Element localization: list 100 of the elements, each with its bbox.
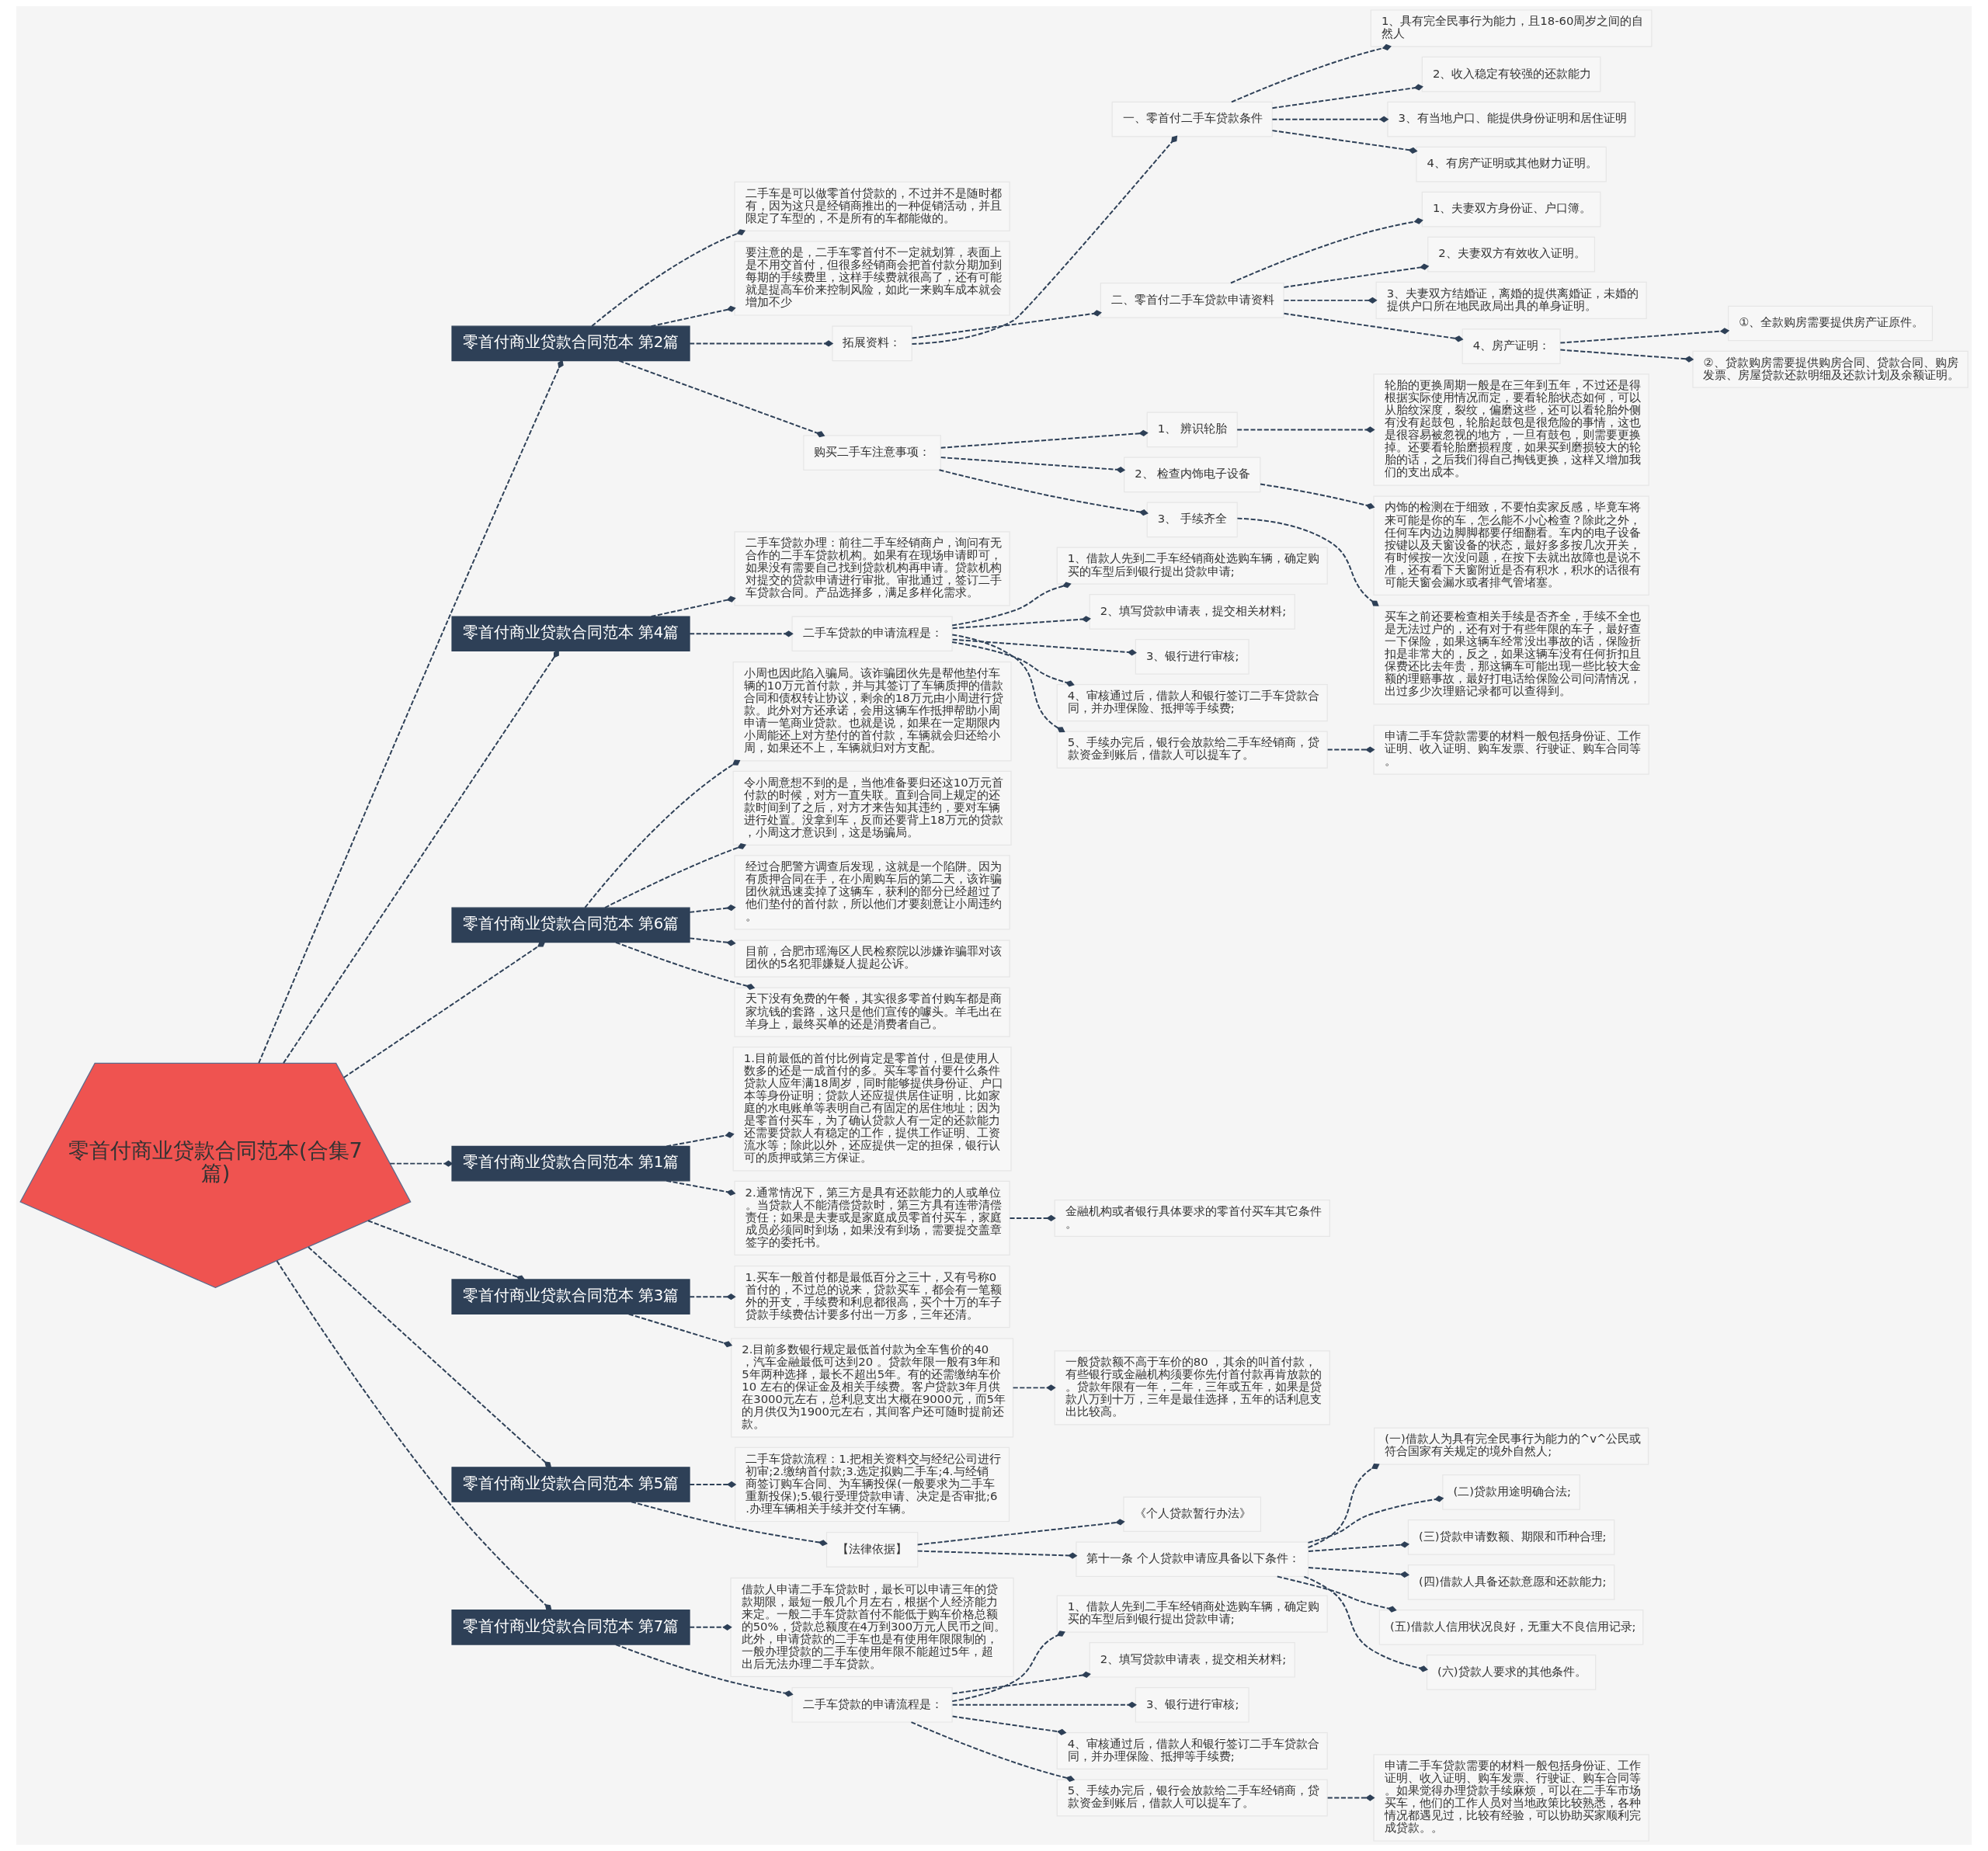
node-box: 零首付商业贷款合同范本 第2篇 [451, 325, 690, 362]
node-box: 一般贷款额不高于车价的80 ，其余的叫首付款，有些银行或金融机构须要你先付首付款再肯放款的。贷款年限有一年，二年，三年或五年，如果是贷款八万到十万，三年是最佳选择，五年的话利息支出比较高。 [1054, 1350, 1330, 1426]
node-box: 1、具有完全民事行为能力，且18-60周岁之间的自然人 [1370, 9, 1653, 47]
node-box: 借款人申请二手车贷款时，最长可以申请三年的贷款期限，最短一般几个月左右，根据个人经济能力来定。一般二手车贷款首付不能低于购车价格总额的50%，贷款总额度在4万到300万元人民币之间。此外，申请贷款的二手车也是有使用年限限制的，一般办理贷款的二手车使用年限不能超过5年，超出后无法办理二手车贷款。 [730, 1577, 1014, 1677]
node-box: 令小周意想不到的是，当他准备要归还这10万元首付款的时候，对方一直失联。直到合同上规定的还款时间到了之后，对方才来告知其违约，要对车辆进行处置。没拿到车，反而还要背上18万元的贷款，小周这才意识到，这是场骗局。 [732, 770, 1012, 846]
connector [615, 941, 756, 990]
connector [631, 1501, 828, 1547]
connector [689, 937, 736, 946]
node-box: 小周也因此陷入骗局。该诈骗团伙先是帮他垫付车辆的10万元首付款，并与其签订了车辆质押的借款合同和债权转让协议，剩余的18万元由小周进行贷款。此外对方还承诺，会用这辆车作抵押帮助小周申请一笔商业贷款。也就是说，如果在一定期限内小周能还上对方垫付的首付款，车辆就会归还给小周，如果还不上，车辆就归对方支配。 [732, 662, 1012, 762]
connector [666, 1131, 735, 1148]
connector [1308, 1567, 1410, 1578]
connector [910, 1721, 1076, 1782]
node-box: 二手车贷款的申请流程是： [791, 1686, 953, 1723]
node-box: 1.目前最低的首付比例肯定是零首付，但是使用人数多的还是一成首付的多。买车零首付要什么条件贷款人应年满18周岁，同时能够提供身份证、户口本等身份证明；贷款人还应提供居住证明，比如家庭的水电账单等表明自己有固定的居住地址；因为是零首付买车，为了确认贷款人有一定的还款能力还需要贷款人有稳定的工作，提供工作证明、工资流水等；除此以外，还应提供一定的担保，银行认可的质押或第三方保证。 [732, 1047, 1012, 1172]
node-box: 5、手续办完后，银行会放款给二手车经销商，贷款资金到账后，借款人可以提车了。 [1056, 1779, 1328, 1817]
node-box: 二手车贷款办理：前往二手车经销商户，询问有无合作的二手车贷款机构。如果有在现场申请即可，如果没有需要自己找到贷款机构再申请。贷款机构对提交的贷款申请进行审批。审批通过，签订二手车贷款合同。产品选择多，满足多样化需求。 [734, 531, 1010, 606]
connector [911, 310, 1102, 339]
node-box: 2、收入稳定有较强的还款能力 [1421, 56, 1601, 92]
connector [951, 634, 1065, 733]
connector [1271, 130, 1418, 154]
connector [367, 1220, 526, 1282]
connector [940, 457, 1126, 474]
connector [591, 229, 746, 327]
node-box: 1.买车一般首付都是最低百分之三十，又有号称0首付的，不过总的说来，贷款买车，都会有一笔额外的开支，手续费和利息都很高，买个十万的车子贷款手续费估计要多付出一万多，三年还清。 [734, 1266, 1010, 1328]
connector [951, 641, 1075, 687]
node-box: 2、填写贷款申请表，提交相关材料; [1089, 1641, 1295, 1678]
connector [1260, 483, 1375, 509]
node-box: 零首付商业贷款合同范本 第1篇 [451, 1145, 690, 1182]
connector [951, 1630, 1065, 1703]
node-box: ②、贷款购房需要提供购房合同、贷款合同、购房发票、房屋贷款还款明细及还款计划及余额证明。 [1692, 350, 1969, 388]
node-box: 第十一条 个人贷款申请应具备以下条件： [1076, 1541, 1309, 1578]
connector [689, 1624, 732, 1630]
connector [1559, 328, 1730, 344]
connector [916, 1550, 1078, 1559]
connector [1307, 1464, 1380, 1549]
connector [951, 1671, 1091, 1695]
connector [916, 1519, 1125, 1546]
connector [283, 650, 559, 1064]
node-box: 二手车贷款流程：1.把相关资料交与经纪公司进行初审;2.缴纳首付款;3.选定拟购二手车;4.与经销商签订购车合同、为车辆投保(一般要求为二手车重新投保);5.银行受理贷款申请、决定是否审批;6.办理车辆相关手续并交付车辆。 [735, 1446, 1010, 1523]
node-box: ①、全款购房需要提供房产证原件。 [1727, 305, 1934, 342]
node-box: 一、零首付二手车贷款条件 [1111, 101, 1273, 137]
node-box: 1、借款人先到二手车经销商处选购车辆，确定购买的车型后到银行提出贷款申请; [1056, 547, 1328, 585]
connector [1230, 43, 1392, 103]
node-box: 4、审核通过后，借款人和银行签订二手车贷款合同，并办理保险、抵押等手续费; [1056, 1731, 1328, 1770]
connector [666, 1179, 736, 1196]
node-box: 3、银行进行审核; [1135, 1686, 1249, 1723]
connector [276, 1260, 552, 1611]
connector [389, 1160, 454, 1167]
connector [1326, 746, 1375, 753]
node-box: 申请二手车贷款需要的材料一般包括身份证、工作证明、收入证明、购车发票、行驶证、购车合同等。 [1373, 724, 1649, 775]
connector [1012, 1384, 1056, 1391]
node-box: 零首付商业贷款合同范本 第7篇 [451, 1610, 690, 1645]
connector [614, 1644, 794, 1697]
connector [1308, 1541, 1410, 1552]
node-box: 《个人贷款暂行办法》 [1123, 1496, 1262, 1533]
node-box: 要注意的是，二手车零首付不一定就划算，表面上是不用交首付，但很多经销商会把首付款分期加到每期的手续费里，这样手续费就很高了，还有可能就是提高车价来控制风险，如此一来购车成本就会增加不少 [734, 241, 1010, 316]
node-box: 二手车贷款的申请流程是： [791, 616, 953, 652]
node-box: 经过合肥警方调查后发现，这就是一个陷阱。因为有质押合同在手，在小周购车后的第二天，该诈骗团伙就迅速卖掉了这辆车，获利的部分已经超过了他们垫付的首付款，所以他们才要刻意让小周违约。 [734, 855, 1010, 930]
node-box: 2.目前多数银行规定最低首付款为全车售价的40 ，汽车金融最低可达到20 。贷款年限一般有3年和5年两种选择，最长不超出5年。有的还需缴纳车价10 左右的保证金及相关手续费。客户贷款3年月供在3000元左右，总利息支出大概在9000元，而5年的月供仅为1900元左右，其间客户还可随时提前还款。 [731, 1338, 1014, 1438]
node-box: 1、夫妻双方身份证、户口簿。 [1421, 191, 1601, 227]
connector [951, 616, 1091, 630]
connector [689, 904, 736, 913]
node-box: 2、填写贷款申请表，提交相关材料; [1089, 594, 1295, 630]
connector [1230, 217, 1423, 284]
node-box: 天下没有免费的午餐，其实很多零首付购车都是商家坑钱的套路，这只是他们宣传的噱头。羊毛出在羊身上，最终买单的还是消费者自己。 [734, 987, 1010, 1037]
node-box: 5、手续办完后，银行会放款给二手车经销商，贷款资金到账后，借款人可以提车了。 [1056, 731, 1328, 769]
connector [938, 469, 1149, 516]
connector [689, 1481, 737, 1488]
connector [650, 305, 736, 328]
node-box: 2、 检查内饰电子设备 [1124, 457, 1261, 493]
node-box: 零首付商业贷款合同范本 第6篇 [451, 907, 690, 943]
node-box: 3、夫妻双方结婚证，离婚的提供离婚证，未婚的提供户口所在地民政局出具的单身证明。 [1375, 281, 1647, 319]
node-box: 3、 手续齐全 [1146, 502, 1238, 538]
connector [689, 340, 834, 347]
connector [1326, 1794, 1375, 1801]
node-box: 二、零首付二手车贷款申请资料 [1100, 283, 1284, 318]
node-box: (一)借款人为具有完全民事行为能力的^v^公民或符合国家有关规定的境外自然人; [1374, 1427, 1649, 1465]
connector [1283, 263, 1430, 288]
connector [604, 843, 746, 908]
connector [1303, 1575, 1428, 1672]
connector [1009, 1214, 1056, 1222]
node-box: 轮胎的更换周期一般是在三年到五年，不过还是得根据实际使用情况而定，要看轮胎状态如何，可以从胎纹深度，裂纹，偏磨这些，还可以看轮胎外侧有没有起鼓包，轮胎起鼓包是很危险的事情，这也是很容易被忽视的地方，一旦有鼓包，则需要更换掉。还要看轮胎磨损程度，如果买到磨损较大的轮胎的话，之后我们得自己掏钱更换，这样又增加我们的支出成本。 [1373, 373, 1649, 486]
connector [951, 638, 1137, 656]
node-box: 4、房产证明： [1461, 328, 1561, 364]
connector [258, 359, 564, 1064]
connector [689, 630, 794, 637]
connector [627, 1313, 733, 1348]
node-box: 2.通常情况下，第三方是具有还款能力的人或单位。当贷款人不能清偿贷款时，第三方具有连带清偿责任；如果是夫妻或是家庭成员零首付买车，家庭成员必须同时到场，如果没有到场，需要提交盖章签字的委托书。 [734, 1180, 1010, 1256]
node-box: 4、有房产证明或其他财力证明。 [1416, 146, 1607, 182]
node-box: (二)贷款用途明确合法; [1442, 1474, 1580, 1510]
node-box: 金融机构或者银行具体要求的零首付买车其它条件。 [1054, 1199, 1330, 1238]
node-box: 拓展资料： [832, 325, 912, 362]
node-box: 零首付商业贷款合同范本 第3篇 [451, 1279, 690, 1314]
connector [1559, 349, 1694, 363]
node-box: (五)借款人信用状况良好，无重大不良信用记录; [1378, 1610, 1644, 1645]
connector [584, 759, 741, 908]
connector [1236, 517, 1379, 606]
node-box: (三)贷款申请数额、期限和币种合理; [1407, 1519, 1615, 1555]
connector [951, 582, 1072, 627]
connector [1271, 116, 1389, 123]
